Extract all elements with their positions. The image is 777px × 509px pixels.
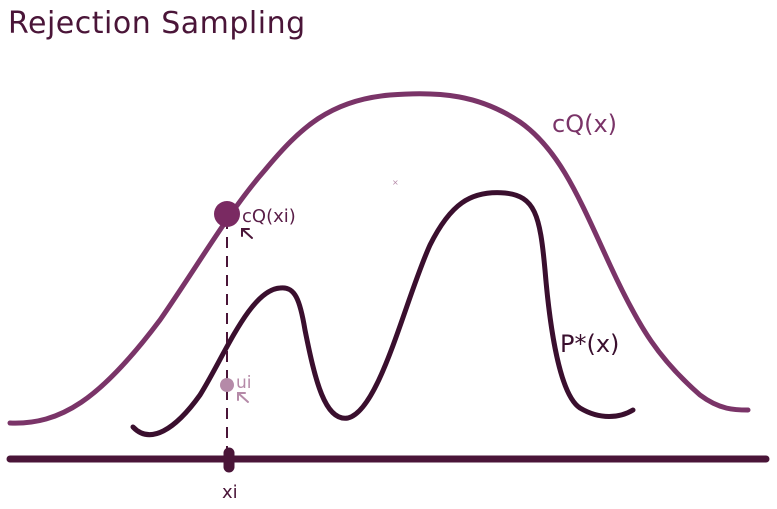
uniform-sample-arrow [237,392,249,403]
proposal-sample-dot [214,201,240,227]
target-label: P*(x) [560,330,619,358]
sample-point-label: xi [222,482,238,503]
proposal-curve [7,91,751,426]
uniform-sample-dot [220,378,234,392]
proposal-sample-label: cQ(xi) [242,206,296,227]
stray-mark: × [392,178,399,187]
uniform-sample-label: ui [236,373,252,393]
proposal-sample-arrow [241,228,253,239]
diagram-title: Rejection Sampling [8,6,306,41]
proposal-label: cQ(x) [552,110,617,138]
target-curve [130,190,636,438]
